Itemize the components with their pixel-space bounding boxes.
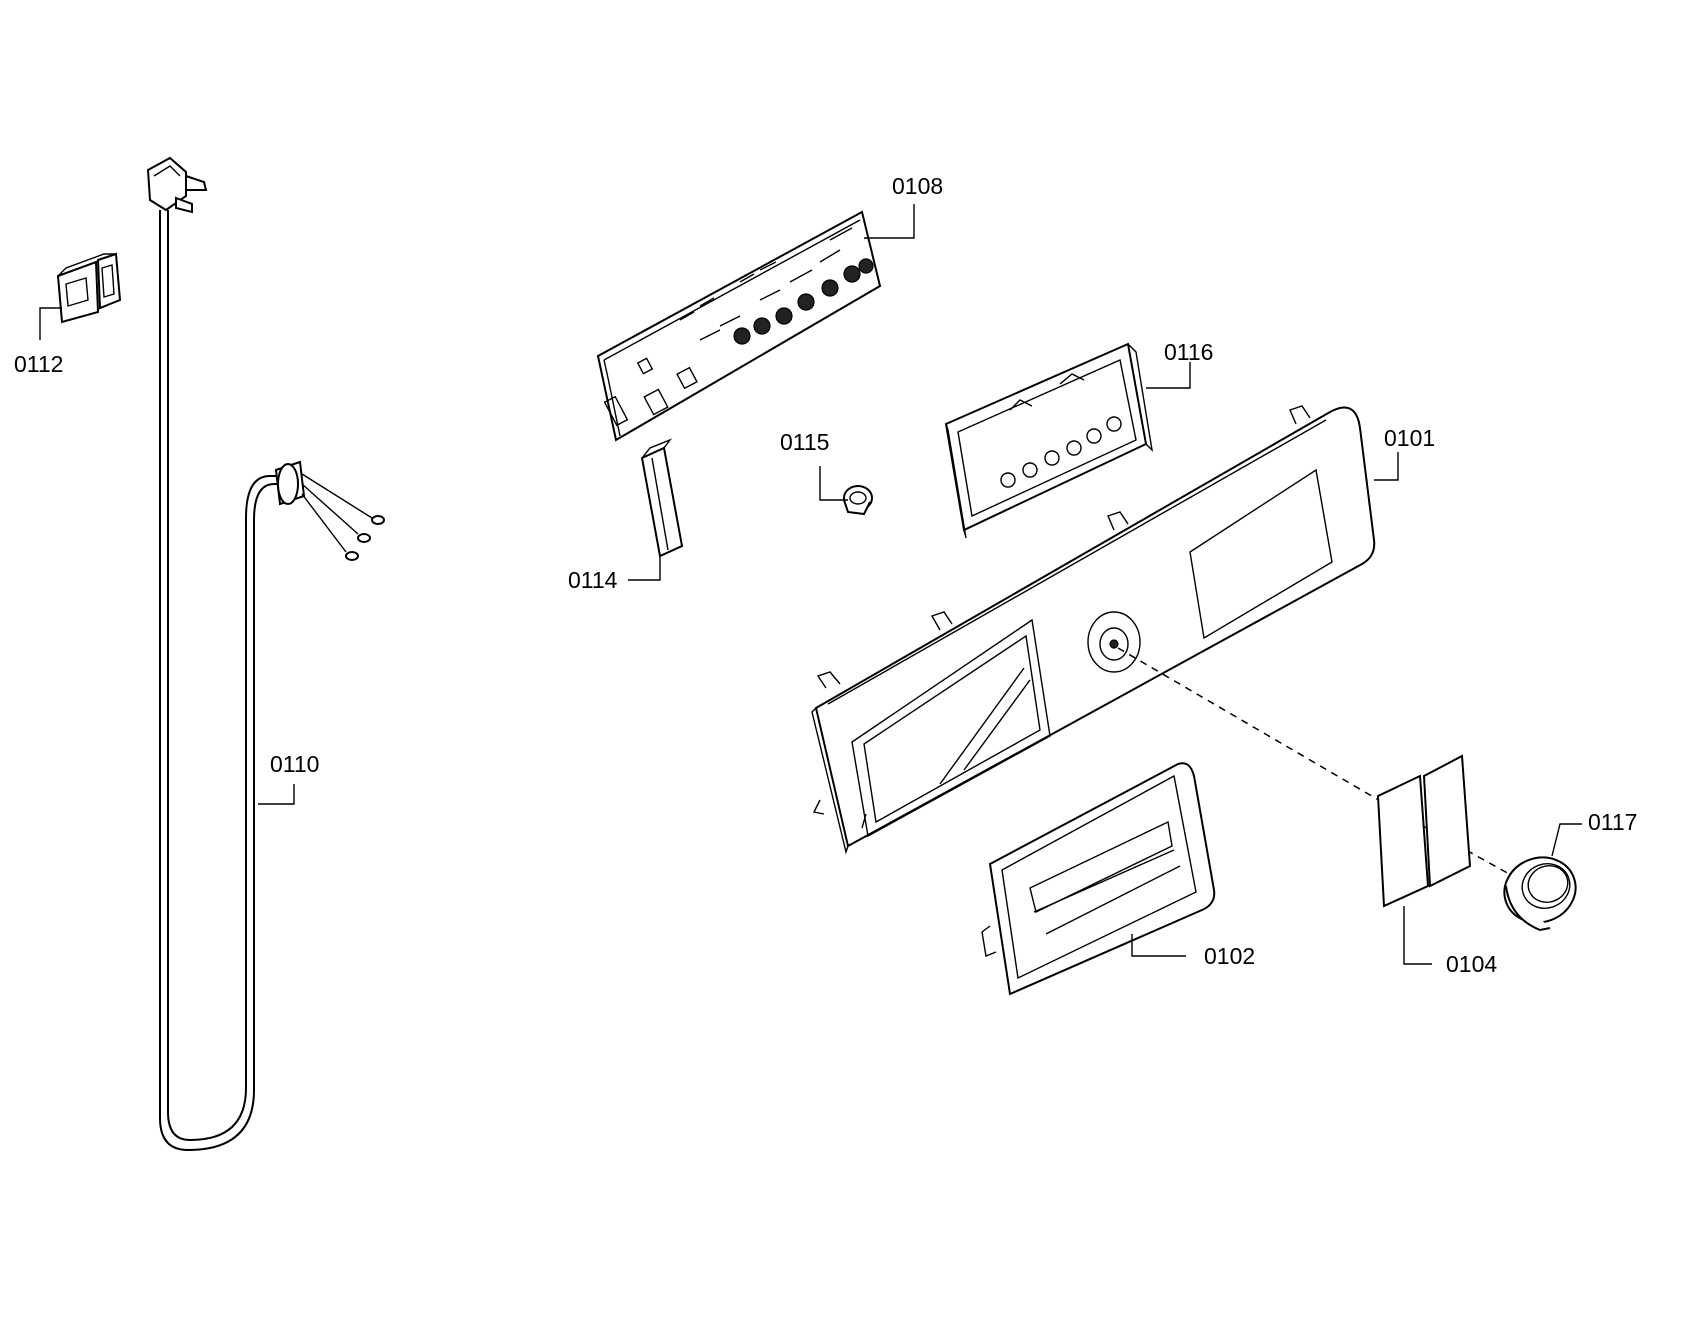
- label-0108: 0108: [892, 173, 943, 199]
- label-0116: 0116: [1164, 339, 1213, 365]
- label-0110: 0110: [270, 751, 319, 777]
- leader-0117: [1551, 823, 1582, 857]
- label-0104: 0104: [1446, 951, 1497, 977]
- part-0115-button[interactable]: [843, 485, 873, 516]
- part-0117-knob-ring[interactable]: [1495, 848, 1585, 933]
- leader-0114: [628, 556, 661, 581]
- leader-0108: [864, 204, 915, 239]
- part-0104-decal[interactable]: [1376, 754, 1472, 908]
- assembly-axis-dashed-line: [1117, 647, 1521, 881]
- part-0108-control-pcb[interactable]: [596, 210, 882, 442]
- part-0101-front-panel[interactable]: [811, 405, 1376, 855]
- leader-0112: [39, 307, 62, 340]
- leader-0115: [819, 466, 848, 501]
- label-0117: 0117: [1588, 809, 1637, 835]
- label-0115: 0115: [780, 429, 829, 455]
- label-0112: 0112: [14, 351, 63, 377]
- leader-0102: [1131, 934, 1186, 957]
- label-0102: 0102: [1204, 943, 1255, 969]
- part-0102-drawer-handle[interactable]: [981, 762, 1216, 996]
- label-0101: 0101: [1384, 425, 1435, 451]
- leader-0110: [258, 784, 295, 805]
- leader-0104: [1403, 906, 1432, 965]
- part-0110-mains-cable[interactable]: [146, 156, 385, 1152]
- label-0114: 0114: [568, 567, 618, 593]
- leader-0116: [1146, 362, 1191, 389]
- leader-0101: [1374, 452, 1399, 481]
- part-0116-button-module[interactable]: [944, 342, 1154, 539]
- part-0114-light-guide[interactable]: [640, 438, 684, 558]
- part-0112-cable-clip[interactable]: [56, 252, 122, 324]
